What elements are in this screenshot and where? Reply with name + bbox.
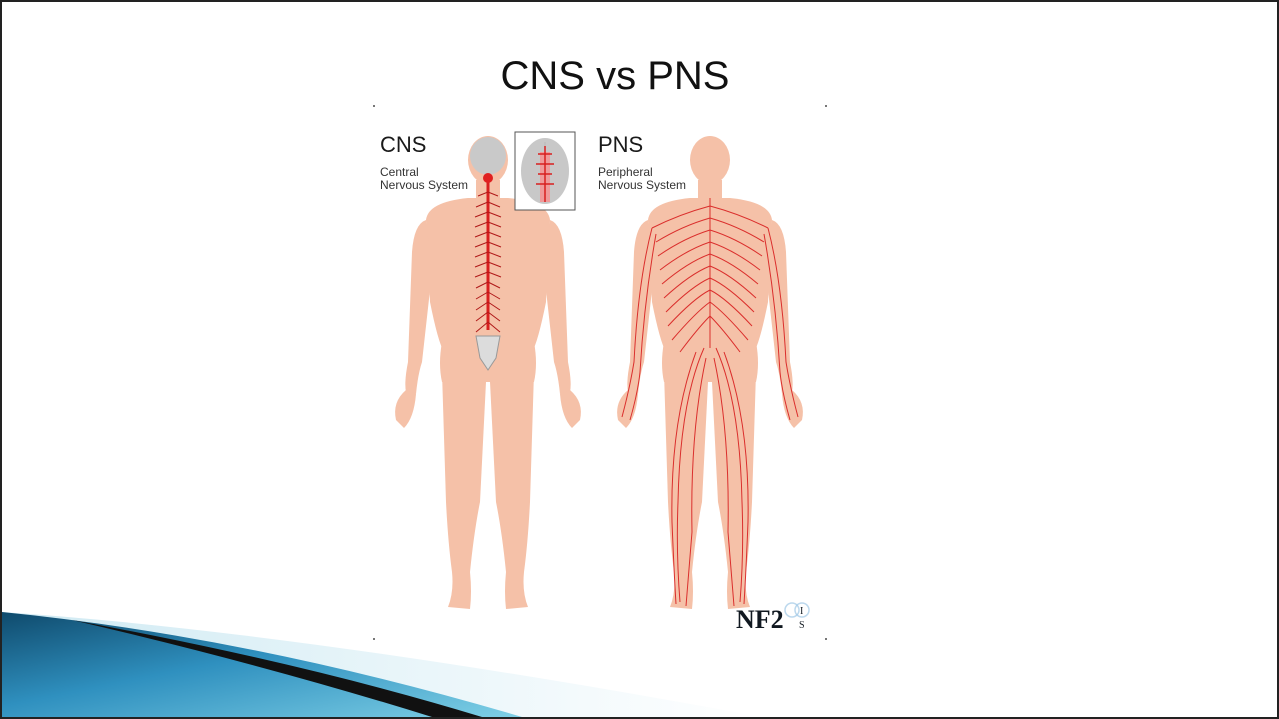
brain-inset — [515, 132, 575, 210]
slide-title: CNS vs PNS — [2, 54, 1228, 99]
pns-body — [617, 136, 803, 609]
svg-text:I: I — [800, 606, 803, 617]
pns-heading: PNS — [598, 132, 643, 158]
cns-subtitle-line2: Nervous System — [380, 179, 490, 192]
bottom-swoosh-band — [2, 602, 762, 717]
cns-heading: CNS — [380, 132, 426, 158]
svg-text:S: S — [799, 620, 805, 631]
pns-subtitle-line2: Nervous System — [598, 179, 708, 192]
cns-pns-diagram: CNS Central Nervous System PNS Periphera… — [370, 102, 830, 642]
